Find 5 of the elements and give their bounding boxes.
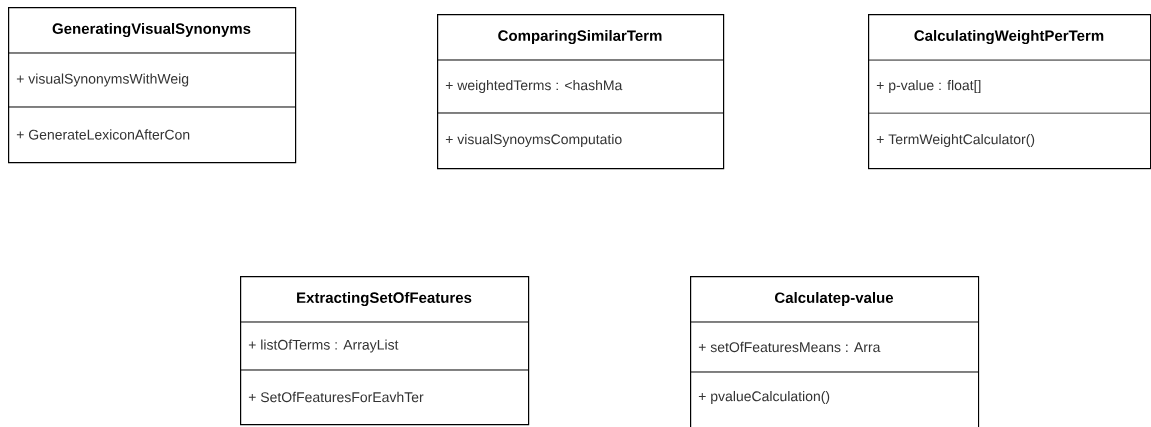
class-box: ExtractingSetOfFeatures + listOfTerms : ArrayList + SetOfFeaturesForEavhTer — [239, 276, 530, 426]
class-box: ComparingSimilarTerm + weightedTerms : <hashMa + visualSynoymsComputatio — [436, 14, 725, 170]
class-box: GeneratingVisualSynonyms + visualSynonymsWithWeig + GenerateLexiconAfterCon — [7, 7, 297, 164]
class-box: CalculatingWeightPerTerm + p-value : float[] + TermWeightCalculator() — [867, 14, 1151, 170]
class-box: Calculatep-value + setOfFeaturesMeans : Arra + pvalueCalculation() — [689, 276, 980, 427]
